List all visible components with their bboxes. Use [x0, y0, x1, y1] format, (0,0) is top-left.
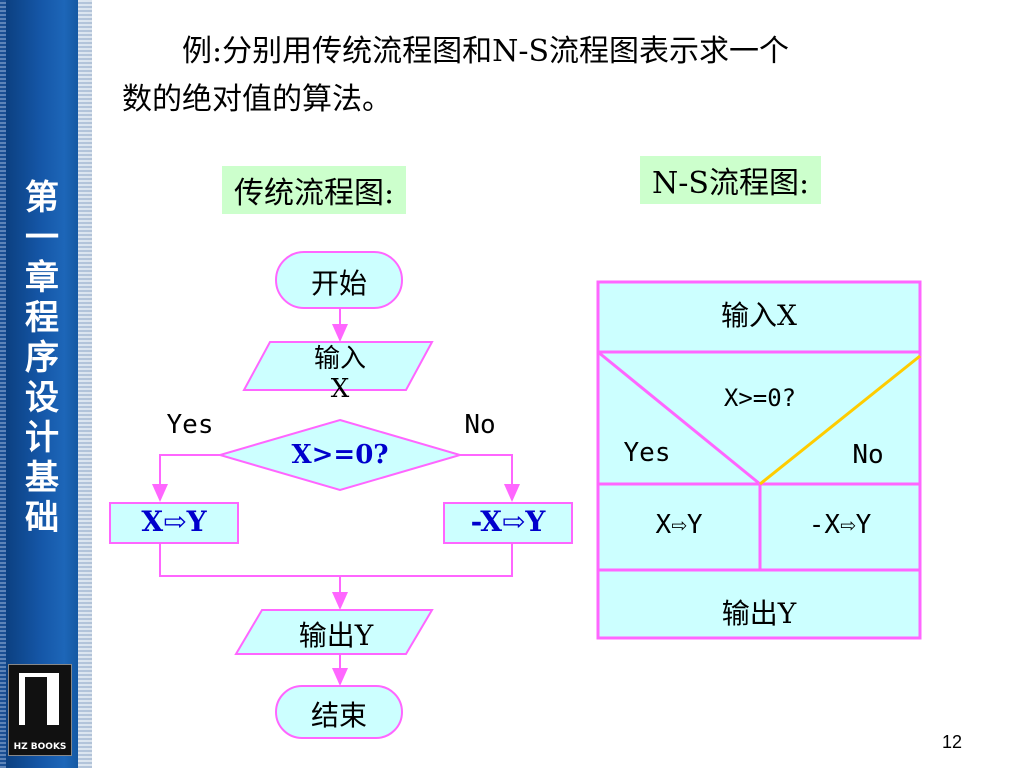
- connector-no-branch: [460, 454, 520, 502]
- ns-no-label: No: [852, 440, 884, 470]
- ns-diagonal-yes: [597, 350, 761, 486]
- ns-yes-label: Yes: [623, 438, 671, 468]
- ns-yes-process-label: X⇨Y: [655, 510, 703, 540]
- ns-condition-label: X>=0?: [723, 384, 797, 412]
- yes-label: Yes: [166, 410, 214, 440]
- logo-door-shadow: [25, 677, 47, 725]
- output-parallelogram: [234, 609, 434, 655]
- start-label: 开始: [310, 267, 367, 300]
- connector-merge: [159, 543, 513, 577]
- ns-outer-box: [596, 280, 922, 640]
- logo-text: HZ BOOKS: [13, 742, 67, 752]
- ns-diagonal-no: [759, 354, 921, 486]
- yes-process-box: [109, 502, 239, 544]
- end-label: 结束: [310, 699, 367, 732]
- output-label: 输出Y: [298, 619, 374, 652]
- connector-yes-branch: [152, 454, 220, 502]
- sidebar: [0, 0, 92, 768]
- page-number: 12: [941, 732, 962, 752]
- slide-title: 例:分别用传统流程图和N-S流程图表示求一个 数的绝对值的算法。: [122, 28, 1002, 124]
- input-parallelogram: [242, 341, 434, 391]
- end-terminal: [275, 685, 403, 739]
- no-process-label: -X⇨Y: [470, 505, 546, 538]
- publisher-logo: HZ BOOKS: [8, 664, 72, 756]
- title-line-1: 例:分别用传统流程图和N-S流程图表示求一个: [182, 34, 790, 69]
- ns-input-label: 输入X: [721, 299, 797, 332]
- ns-output-label: 输出Y: [721, 597, 797, 630]
- no-label: No: [464, 410, 496, 440]
- sidebar-stripes: [78, 0, 92, 768]
- condition-label: X>=0?: [291, 440, 389, 470]
- ns-flowchart-label: N-S流程图:: [640, 156, 822, 204]
- traditional-flowchart-label: 传统流程图:: [222, 166, 407, 214]
- chapter-title: 第一章 程序设计基础: [25, 178, 59, 538]
- no-process-box: [443, 502, 573, 544]
- sidebar-left-stripes: [0, 0, 6, 768]
- input-label: 输入X: [313, 344, 366, 404]
- yes-process-label: X⇨Y: [141, 505, 207, 538]
- ns-no-process-label: -X⇨Y: [808, 510, 872, 540]
- decision-diamond: [216, 418, 464, 492]
- title-line-2: 数的绝对值的算法。: [122, 82, 392, 117]
